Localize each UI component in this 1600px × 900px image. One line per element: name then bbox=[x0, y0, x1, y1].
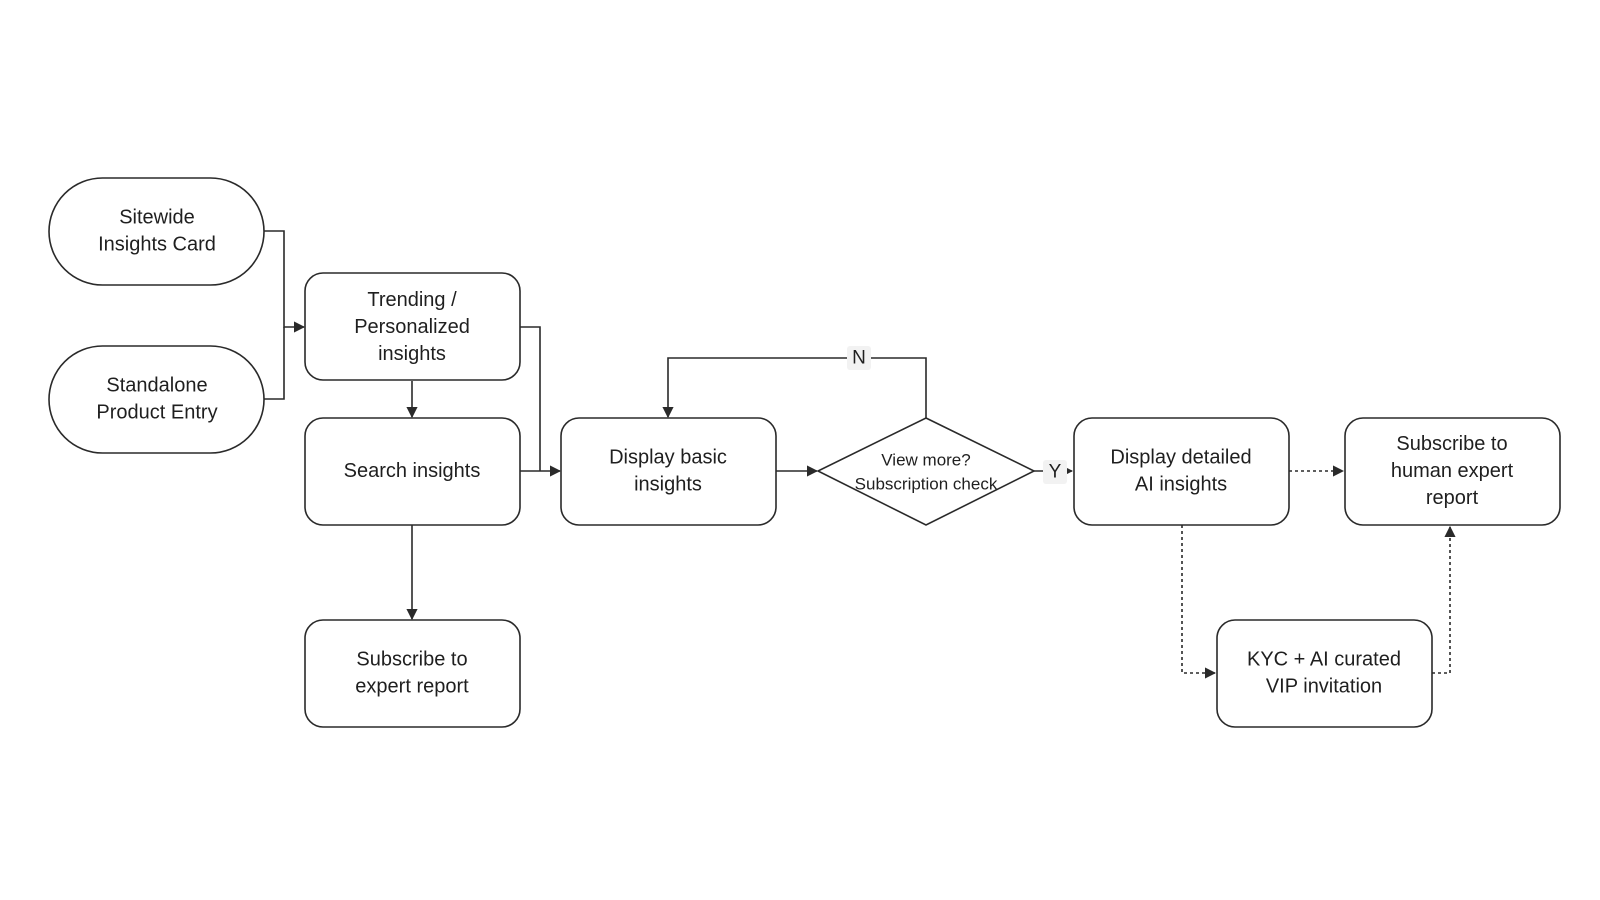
node-label-line: Personalized bbox=[354, 316, 470, 338]
node-label-line: KYC + AI curated bbox=[1247, 649, 1401, 671]
edges: N Y bbox=[264, 230, 1456, 679]
node-display-basic-insights: Display basic insights bbox=[560, 417, 777, 526]
node-label-line: Display detailed bbox=[1110, 447, 1251, 469]
node-display-detailed-ai-insights-label: Display detailed AI insights bbox=[1110, 447, 1251, 496]
node-trending-personalized-insights-label: Trending / Personalized insights bbox=[354, 289, 470, 365]
node-label-line: Standalone bbox=[106, 375, 207, 397]
node-label-line: AI insights bbox=[1135, 474, 1227, 496]
node-display-basic-insights-label: Display basic insights bbox=[609, 447, 727, 496]
node-label-line: VIP invitation bbox=[1266, 676, 1382, 698]
node-view-more-decision-label: View more? Subscription check bbox=[855, 451, 998, 494]
node-subscribe-to-expert-report-label: Subscribe to expert report bbox=[355, 649, 469, 698]
edge-label-yes-text: Y bbox=[1049, 462, 1062, 483]
node-label-line: Subscribe to bbox=[1396, 433, 1507, 455]
node-search-insights: Search insights bbox=[304, 417, 521, 526]
edge-standalone-to-trending bbox=[264, 327, 285, 400]
edge-trending-to-display-basic bbox=[520, 326, 541, 471]
node-trending-personalized-insights: Trending / Personalized insights bbox=[304, 272, 521, 381]
node-search-insights-label: Search insights bbox=[344, 460, 481, 482]
node-label-line: Search insights bbox=[344, 460, 481, 482]
node-display-detailed-ai-insights: Display detailed AI insights bbox=[1073, 417, 1290, 526]
node-label-line: Subscribe to bbox=[356, 649, 467, 671]
node-label-line: Sitewide bbox=[119, 207, 195, 229]
node-label-line: View more? bbox=[881, 451, 970, 470]
node-label-line: insights bbox=[378, 343, 446, 365]
edge-label-no-text: N bbox=[852, 348, 866, 369]
edge-sitewide-to-trending bbox=[264, 230, 306, 333]
edge-detailed-to-kyc bbox=[1181, 525, 1217, 679]
node-label-line: report bbox=[1426, 487, 1479, 509]
edge-decision-no-loop bbox=[662, 357, 927, 419]
node-label-line: human expert bbox=[1391, 460, 1514, 482]
node-label-line: Display basic bbox=[609, 447, 727, 469]
node-subscribe-to-expert-report: Subscribe to expert report bbox=[304, 619, 521, 728]
node-subscribe-to-human-expert-report-label: Subscribe to human expert report bbox=[1391, 433, 1514, 509]
node-label-line: Subscription check bbox=[855, 475, 998, 494]
node-label-line: expert report bbox=[355, 676, 469, 698]
edge-label-no: N bbox=[847, 346, 871, 370]
node-label-line: Product Entry bbox=[96, 402, 217, 424]
node-label-line: insights bbox=[634, 474, 702, 496]
edge-kyc-to-human-report bbox=[1432, 525, 1456, 674]
edge-label-yes: Y bbox=[1043, 460, 1067, 484]
node-view-more-decision: View more? Subscription check bbox=[816, 417, 1036, 526]
node-label-line: Insights Card bbox=[98, 234, 216, 256]
node-subscribe-to-human-expert-report: Subscribe to human expert report bbox=[1344, 417, 1561, 526]
node-label-line: Trending / bbox=[367, 289, 457, 311]
